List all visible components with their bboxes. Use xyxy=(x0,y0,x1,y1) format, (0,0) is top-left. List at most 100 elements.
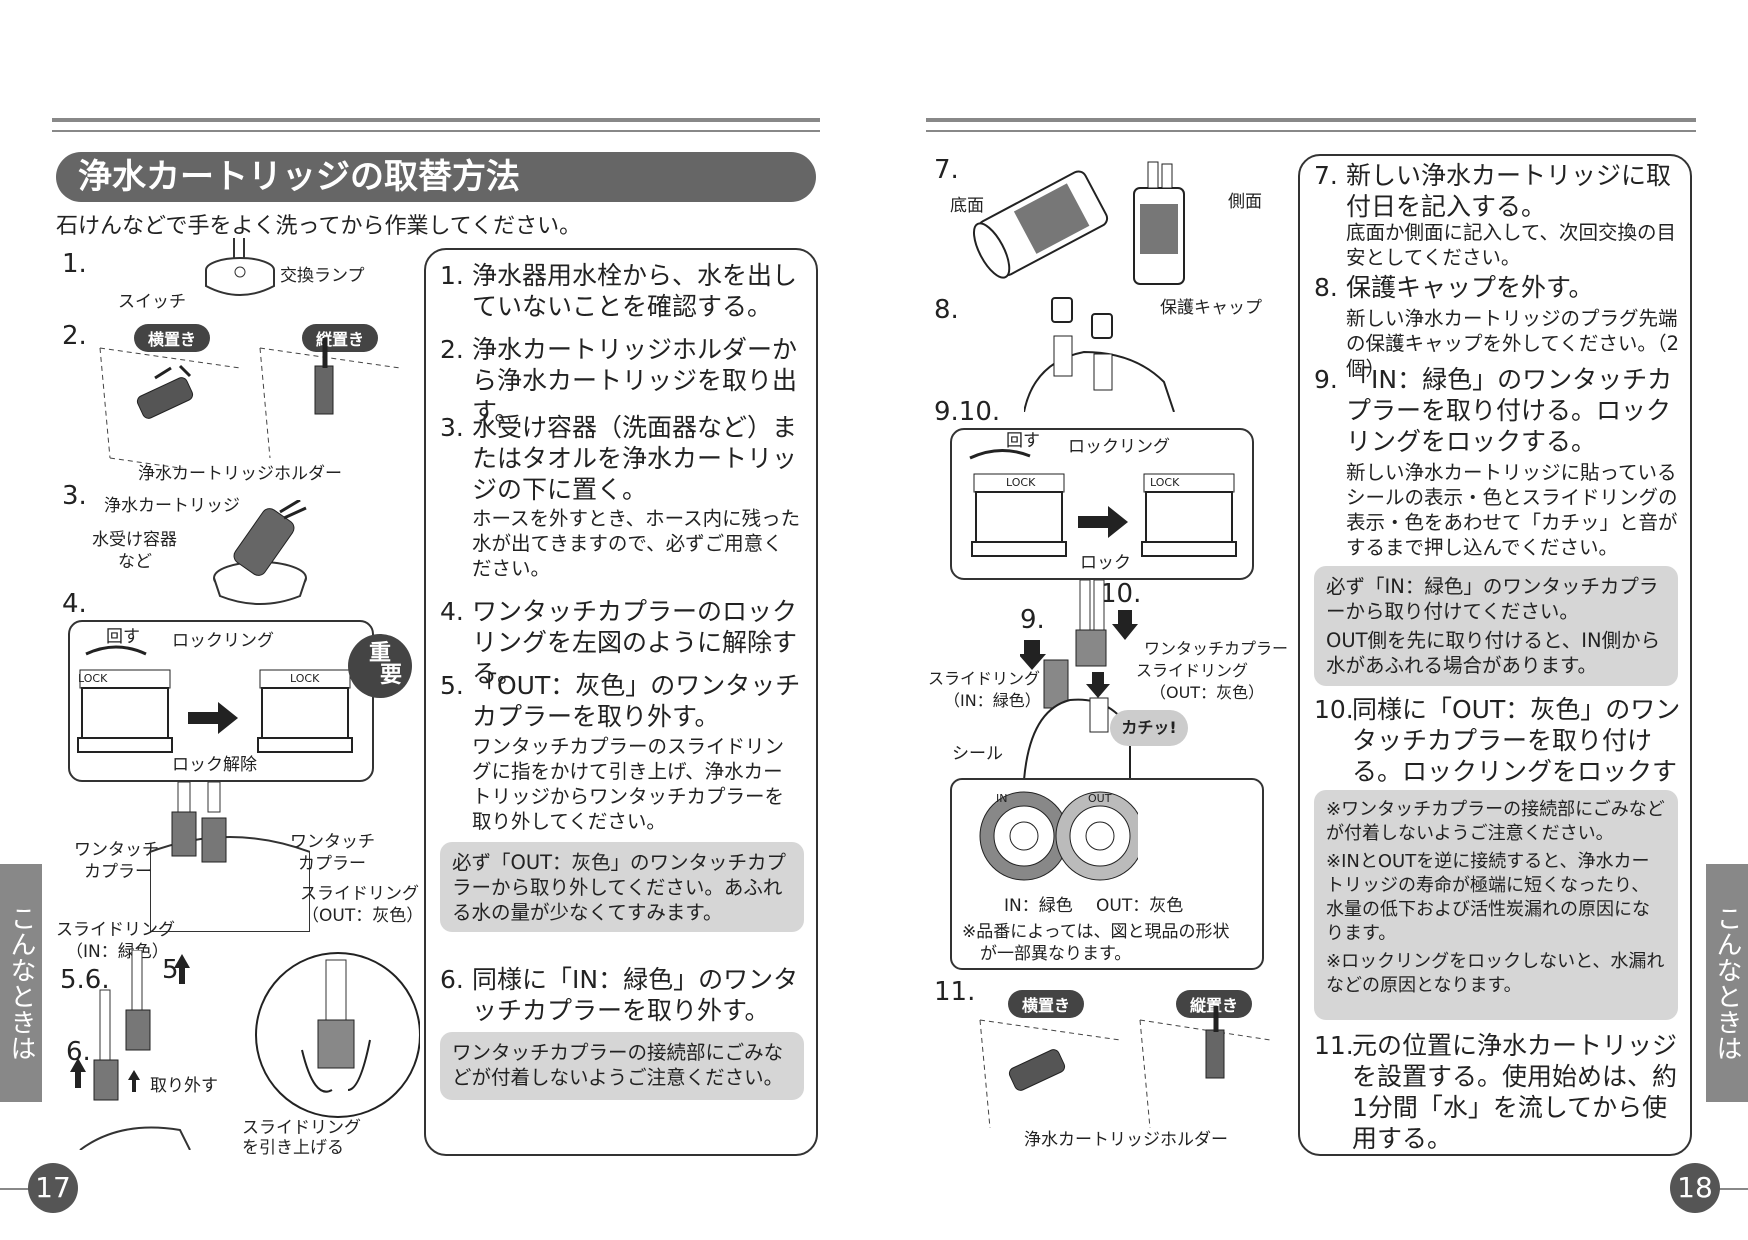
basin-illustration xyxy=(213,500,307,605)
step-7-note: 底面か側面に記入して、次回交換の目安としてください。 xyxy=(1346,221,1676,269)
slide-up-label-1: スライドリング xyxy=(242,1118,361,1138)
slide-out-label-right-2: （OUT：灰色） xyxy=(1150,683,1265,702)
cartridge-label: 浄水カートリッジ xyxy=(104,496,240,516)
step-10-note-1: ※ワンタッチカプラーの接続部にごみなどが付着しないようご注意ください。 xyxy=(1326,799,1665,844)
figure-number-1: 1. xyxy=(62,249,87,279)
container-label: 水受け容器 xyxy=(92,530,177,550)
step-5-number: 5. xyxy=(440,671,464,700)
lock-tag-2: LOCK xyxy=(290,672,320,685)
remove-label: 取り外す xyxy=(150,1076,218,1096)
holder-label-right: 浄水カートリッジホルダー xyxy=(1024,1130,1228,1150)
step-4-text: ワンタッチカプラーのロックリングを左図のように解除する。 xyxy=(472,597,798,688)
seal-label: シール xyxy=(952,744,1003,764)
step-3-text: 水受け容器（洗面器など）またはタオルを浄水カートリッジの下に置く。 xyxy=(472,413,798,504)
side-label: 側面 xyxy=(1228,192,1262,212)
out-gray-label: OUT：灰色 xyxy=(1096,896,1184,916)
mawasu-label: 回す xyxy=(106,627,140,647)
figure-number-9-10: 9.10. xyxy=(934,397,1001,427)
step-7-text: 新しい浄水カートリッジに取付日を記入する。 xyxy=(1346,161,1672,221)
slide-out-label-1: スライドリング xyxy=(300,884,419,904)
lock-tag-right-2: LOCK xyxy=(1150,476,1180,489)
top-rule xyxy=(52,118,820,122)
step-4-number: 4. xyxy=(440,597,464,626)
step-5-text: 「OUT：灰色」のワンタッチカプラーを取り外す。 xyxy=(472,671,801,731)
slide-out-label-2: （OUT：灰色） xyxy=(302,906,424,926)
lockring-release-illustration xyxy=(77,645,353,753)
figure-number-8: 8. xyxy=(934,295,959,325)
step-8-number: 8. xyxy=(1314,273,1338,302)
coupler-label-right: ワンタッチカプラー xyxy=(1144,639,1289,658)
page-number-rule-left xyxy=(0,1188,30,1190)
slide-in-label-2: （IN：緑色） xyxy=(66,942,169,962)
step-11-number: 11. xyxy=(1314,1031,1354,1060)
side-tab-left[interactable]: こんなときは xyxy=(0,864,42,1102)
lock-tag-1: LOCK xyxy=(78,672,108,685)
switch-label: スイッチ xyxy=(118,292,186,312)
step-9-warning-2: OUT側を先に取り付けると、IN側から水があふれる場合があります。 xyxy=(1326,629,1661,677)
step-6-warning: ワンタッチカプラーの接続部にごみなどが付着しないようご注意ください。 xyxy=(440,1032,804,1100)
page-number-17: 17 xyxy=(28,1163,78,1213)
coupler-left-label-1: ワンタッチ xyxy=(74,840,159,860)
step-2-text: 浄水カートリッジホルダーから浄水カートリッジを取り出す。 xyxy=(472,335,798,426)
side-tab-right[interactable]: こんなときは xyxy=(1706,864,1748,1102)
remove-coupler-illustration xyxy=(70,950,420,1150)
in-out-seal-illustration xyxy=(979,791,1138,881)
in-green-label: IN：緑色 xyxy=(1004,896,1073,916)
holder-label: 浄水カートリッジホルダー xyxy=(138,464,342,484)
figure-number-10: 10. xyxy=(1100,579,1142,609)
step-6-text: 同様に「IN：緑色」のワンタッチカプラーを取り外す。 xyxy=(472,965,799,1025)
click-sound-bubble: カチッ! xyxy=(1110,710,1188,746)
step-9-number: 9. xyxy=(1314,365,1338,394)
page-number-rule-right xyxy=(1718,1188,1748,1190)
lockring-lock-illustration xyxy=(969,449,1237,557)
step-1-number: 1. xyxy=(440,261,464,290)
step-5: 5. 「OUT：灰色」のワンタッチカプラーを取り外す。 xyxy=(440,670,806,732)
step-8: 8. 保護キャップを外す。 xyxy=(1314,272,1684,303)
step-8-text: 保護キャップを外す。 xyxy=(1346,273,1594,302)
section-subtitle: 石けんなどで手をよく洗ってから作業してください。 xyxy=(56,214,582,239)
coupler-left-label-2: カプラー xyxy=(84,862,152,882)
left-instructions-box xyxy=(424,248,818,1156)
lock-release-label: ロック解除 xyxy=(172,755,257,775)
step-11-text: 元の位置に浄水カートリッジを設置する。使用始めは、約1分間「水」を流してから使用… xyxy=(1352,1031,1678,1153)
step-11: 11. 元の位置に浄水カートリッジを設置する。使用始めは、約1分間「水」を流して… xyxy=(1314,1030,1684,1154)
tate-badge: 縦置き xyxy=(302,324,379,352)
step-4: 4. ワンタッチカプラーのロックリングを左図のように解除する。 xyxy=(440,596,806,689)
step-3-note: ホースを外すとき、ホース内に残った水が出てきますので、必ずご用意ください。 xyxy=(472,507,801,580)
holder-illustration xyxy=(99,338,401,468)
step-10-note-2: ※INとOUTを逆に接続すると、浄水カートリッジの寿命が極端に短くなったり、水量… xyxy=(1326,851,1650,944)
step-10-number: 10. xyxy=(1314,695,1354,724)
step-9-warning-1: 必ず「IN：緑色」のワンタッチカプラーから取り付けてください。 xyxy=(1326,575,1659,623)
important-badge: 重 要 xyxy=(348,634,412,698)
coupler-illustration xyxy=(150,782,310,932)
coupler-right-label-2: カプラー xyxy=(298,854,366,874)
top-rule-right xyxy=(926,118,1696,122)
step-7: 7. 新しい浄水カートリッジに取付日を記入する。 xyxy=(1314,160,1684,222)
slide-in-label-1: スライドリング xyxy=(56,920,175,940)
step-9-warning: 必ず「IN：緑色」のワンタッチカプラーから取り付けてください。 OUT側を先に取… xyxy=(1314,566,1678,686)
step-1-text: 浄水器用水栓から、水を出していないことを確認する。 xyxy=(472,261,798,321)
page-number-18: 18 xyxy=(1670,1163,1720,1213)
shape-note-2: が一部異なります。 xyxy=(980,944,1132,964)
step-2-number: 2. xyxy=(440,335,464,364)
step-6-number: 6. xyxy=(440,965,464,994)
figure-number-11: 11. xyxy=(934,977,976,1007)
step-10-notes: ※ワンタッチカプラーの接続部にごみなどが付着しないようご注意ください。 ※INと… xyxy=(1314,790,1678,1020)
yoko-badge-right: 横置き xyxy=(1008,990,1085,1018)
important-char-2: 要 xyxy=(379,663,402,688)
install-holder-illustration xyxy=(979,1006,1271,1129)
section-title: 浄水カートリッジの取替方法 xyxy=(56,152,816,202)
figure-number-9: 9. xyxy=(1020,605,1045,635)
slide-out-label-right-1: スライドリング xyxy=(1136,661,1249,680)
step-8-note: 新しい浄水カートリッジのプラグ先端の保護キャップを外してください。（2個） xyxy=(1346,307,1679,380)
step-1: 1. 浄水器用水栓から、水を出していないことを確認する。 xyxy=(440,260,806,322)
cap-label: 保護キャップ xyxy=(1160,298,1262,318)
lock-tag-right-1: LOCK xyxy=(1006,476,1036,489)
step-3: 3. 水受け容器（洗面器など）またはタオルを浄水カートリッジの下に置く。 xyxy=(440,412,806,505)
step-9: 9. 「IN：緑色」のワンタッチカプラーを取り付ける。ロックリングをロックする。 xyxy=(1314,364,1684,457)
slide-in-label-right-2: （IN：緑色） xyxy=(944,691,1041,710)
lockring-label: ロックリング xyxy=(172,631,274,651)
slide-in-label-right-1: スライドリング xyxy=(928,669,1041,688)
faucet-switch-illustration xyxy=(205,238,275,296)
figure-number-5-6: 5.6. xyxy=(60,965,110,995)
